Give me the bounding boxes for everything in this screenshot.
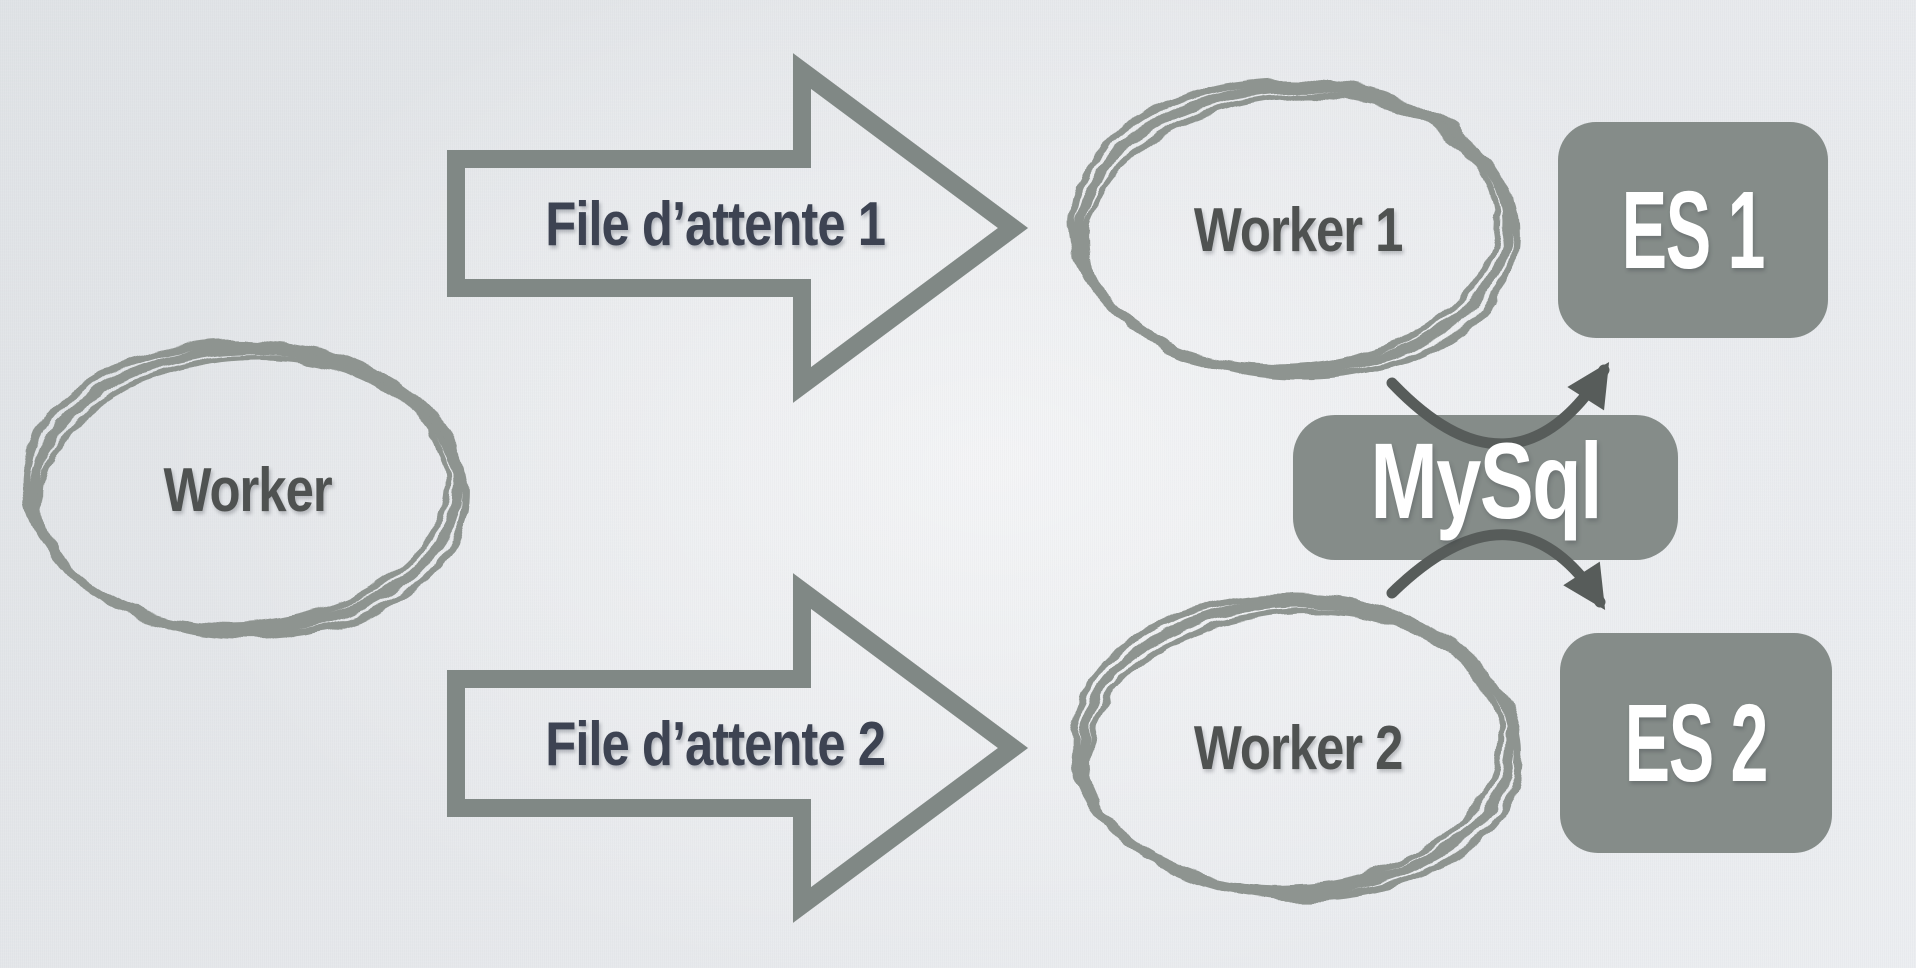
es2-box	[1560, 633, 1832, 853]
worker1-to-es1-arrow	[1386, 362, 1610, 450]
worker2-ellipse	[1068, 593, 1524, 901]
worker1-ellipse	[1068, 77, 1520, 381]
queue2-arrow-shape	[447, 573, 1029, 923]
mysql-box	[1293, 415, 1678, 560]
worker2-to-es2-arrow	[1386, 529, 1606, 610]
worker-ellipse	[22, 338, 470, 640]
es1-box	[1558, 122, 1828, 338]
queue1-arrow-shape	[447, 53, 1029, 403]
